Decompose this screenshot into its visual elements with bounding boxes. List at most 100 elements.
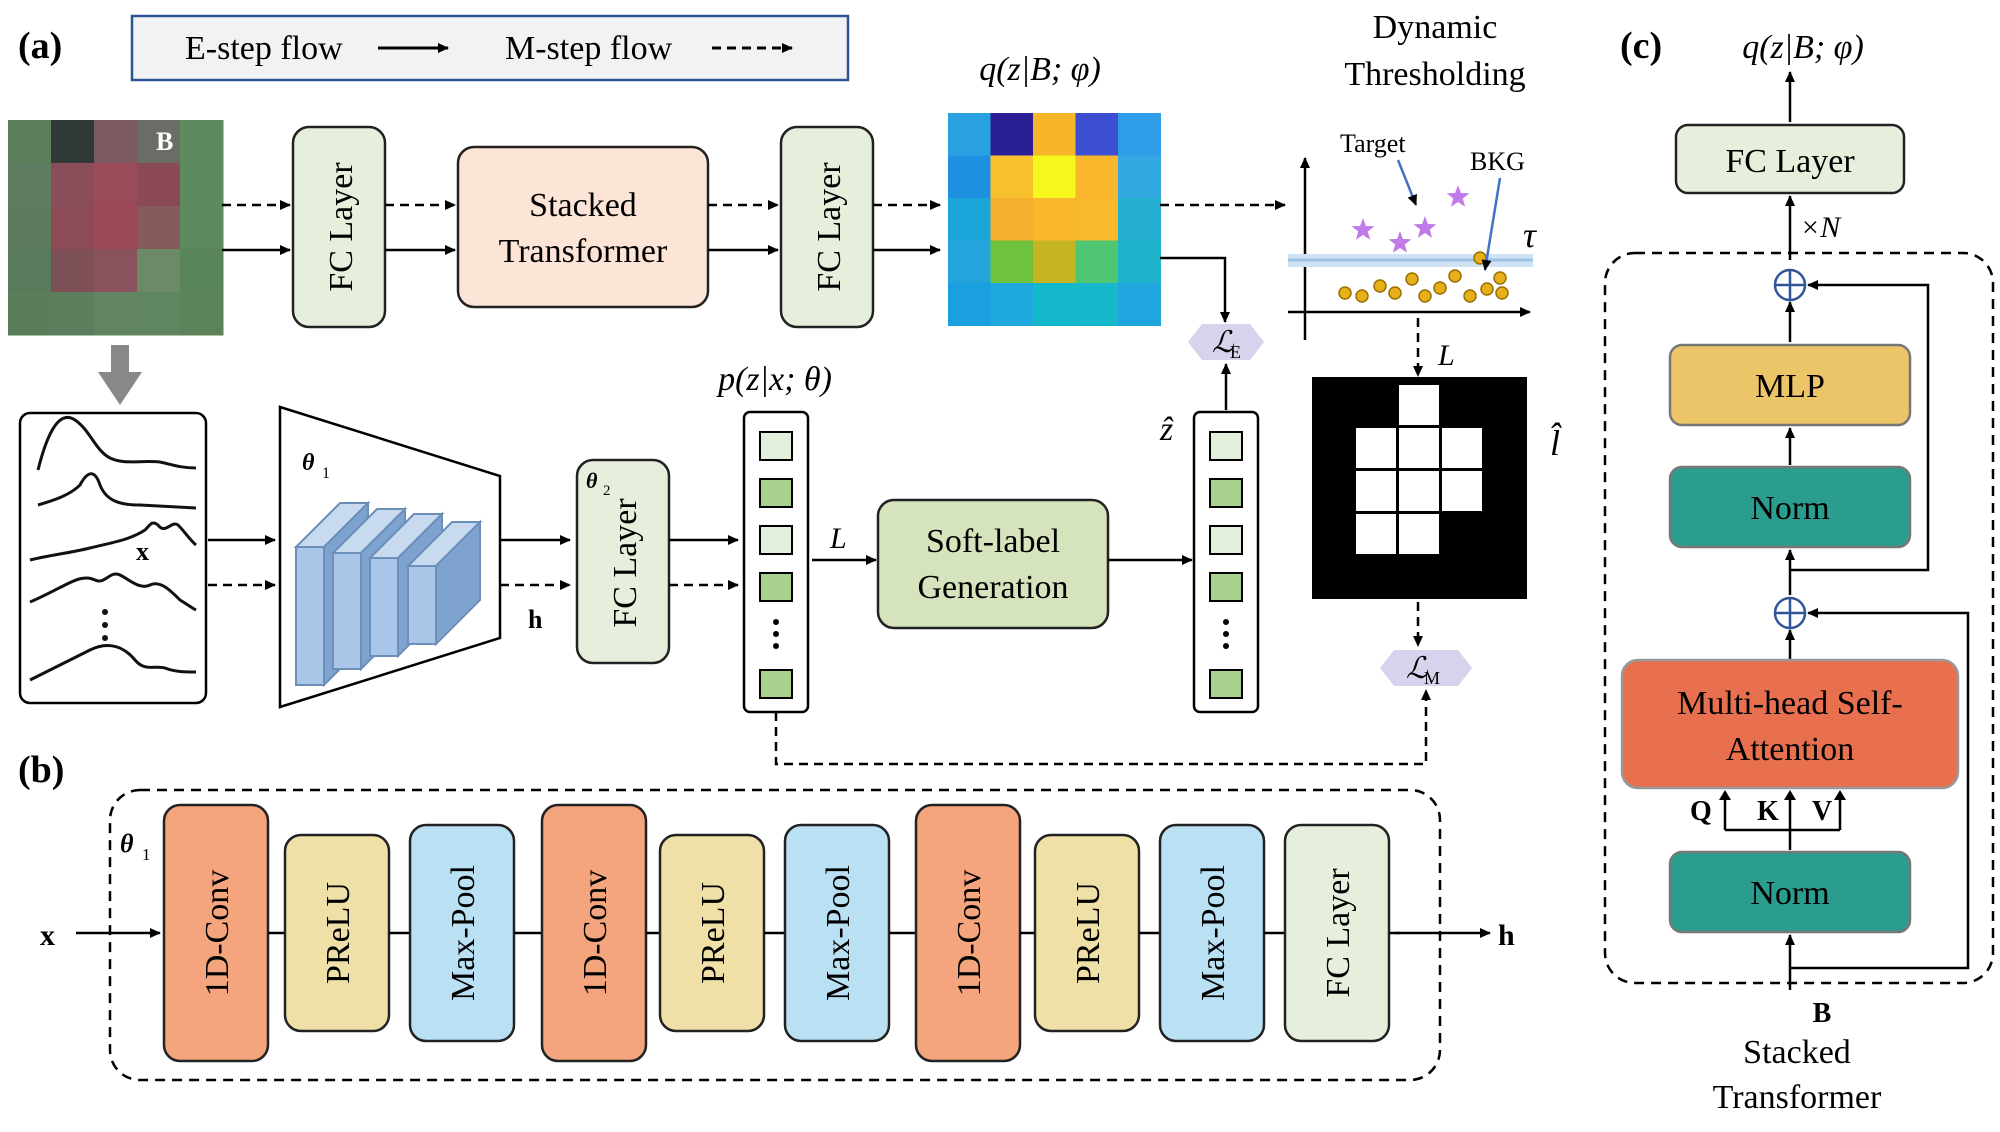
legend-m-step: M-step flow	[505, 30, 673, 67]
c-norm-bottom-block: Norm	[1668, 850, 1912, 934]
patch-tile	[8, 292, 52, 336]
patch-tile	[8, 249, 52, 293]
panel-b-block-label: PReLU	[320, 882, 357, 984]
patch-tile	[137, 163, 181, 207]
fc-theta2-label: FC Layer	[607, 498, 644, 628]
c-mhsa-block: Multi-head Self- Attention	[1620, 658, 1960, 790]
loss-e-symbol: ℒ	[1212, 326, 1235, 359]
theta1-label: θ	[302, 450, 315, 476]
thresholding-plot	[1288, 157, 1533, 340]
h-label: h	[528, 605, 543, 634]
binary-map-target-cell	[1442, 428, 1482, 468]
c-norm-bottom-label: Norm	[1750, 875, 1829, 912]
bkg-label: BKG	[1470, 147, 1525, 176]
heatmap-cell	[948, 240, 991, 284]
patch-tile	[180, 163, 224, 207]
target-stars	[1351, 185, 1470, 253]
fc-layer-block-1: FC Layer	[291, 125, 387, 329]
background-dot	[1448, 269, 1462, 283]
vector-cell	[1209, 431, 1243, 461]
heatmap-cell	[990, 113, 1034, 156]
vector-cell	[759, 572, 793, 602]
patch-tile	[51, 163, 95, 207]
c-mlp-label: MLP	[1755, 368, 1825, 405]
patch-tile	[137, 292, 181, 336]
soft-label-generation-block: Soft-label Generation	[876, 498, 1110, 630]
z-hat-vector	[1192, 410, 1260, 714]
patch-tile	[94, 292, 138, 336]
panel-b-block-label: PReLU	[1070, 882, 1107, 984]
panel-b-block-label: 1D-Conv	[199, 870, 236, 997]
patch-tile	[51, 249, 95, 293]
vector-cell	[1209, 669, 1243, 699]
heatmap-cell	[1033, 155, 1076, 199]
vector-cell	[759, 431, 793, 461]
binary-map-target-cell	[1356, 514, 1396, 554]
x-curve-label: x	[136, 537, 149, 566]
binary-map-target-cell	[1442, 471, 1482, 511]
panel-label-b: (b)	[18, 749, 64, 791]
loss-e-sub: E	[1230, 342, 1241, 362]
panel-b-block-label: 1D-Conv	[951, 870, 988, 997]
patch-tile	[137, 206, 181, 250]
patch-tile	[94, 206, 138, 250]
c-times-n: ×N	[1800, 211, 1842, 244]
binary-map-target-cell	[1356, 428, 1396, 468]
panel-b-block-label: Max-Pool	[1195, 865, 1232, 1001]
p-vector	[742, 410, 810, 714]
c-b-label: B	[1813, 998, 1832, 1029]
binary-map-target-cell	[1356, 471, 1396, 511]
patch-tile	[51, 206, 95, 250]
encoder-theta1: θ 1	[278, 405, 502, 709]
dyn-thresh-title-2: Thresholding	[1344, 56, 1525, 93]
loss-e-badge: ℒ E	[1188, 324, 1264, 362]
cuboid-front	[369, 557, 399, 657]
background-dot	[1338, 286, 1352, 300]
theta2-label: θ	[586, 468, 598, 493]
heatmap-cell	[948, 283, 991, 326]
legend-e-step: E-step flow	[185, 30, 343, 67]
patch-tile	[137, 249, 181, 293]
c-mhsa-label-2: Attention	[1726, 731, 1854, 768]
patch-tile	[180, 206, 224, 250]
transformer-label-2: Transformer	[499, 233, 668, 270]
dyn-thresh-title-1: Dynamic	[1373, 9, 1498, 46]
heatmap-cell	[1033, 283, 1076, 326]
binary-map-target-cell	[1399, 385, 1439, 425]
c-repeat-frame	[1603, 251, 1995, 985]
target-star	[1446, 185, 1470, 207]
panel-b-block-label: FC Layer	[1320, 868, 1357, 998]
panel-label-c: (c)	[1620, 25, 1662, 67]
patch-tile	[8, 120, 52, 164]
patch-b-label: B	[156, 127, 173, 156]
heatmap-cell	[1033, 240, 1076, 284]
binary-map-target-cell	[1399, 514, 1439, 554]
z-hat-label: ẑ	[1159, 411, 1174, 448]
background-dot	[1355, 289, 1369, 303]
l-hat-label: l̂	[1550, 422, 1562, 463]
background-dots	[1338, 251, 1509, 303]
background-dot	[1463, 289, 1477, 303]
background-dot	[1433, 281, 1447, 295]
c-norm-top-block: Norm	[1668, 465, 1912, 549]
L-label-top: L	[1437, 339, 1455, 372]
heatmap-cell	[1075, 198, 1119, 241]
vector-ellipsis-dot	[1223, 631, 1229, 637]
c-q-letter: Q	[1690, 796, 1712, 827]
background-dot	[1373, 279, 1387, 293]
fc-layer-2-label: FC Layer	[811, 162, 848, 292]
vector-cell	[1209, 525, 1243, 555]
theta2-sub: 2	[603, 483, 611, 499]
L-label-mid: L	[829, 522, 847, 555]
panel-b-block-label: 1D-Conv	[577, 870, 614, 997]
heatmap-cell	[1118, 240, 1161, 284]
legend: E-step flow M-step flow	[130, 14, 850, 82]
patch-tile	[180, 120, 224, 164]
patch-tile	[137, 120, 181, 164]
vector-cell	[759, 669, 793, 699]
background-dot	[1418, 289, 1432, 303]
heatmap-cell	[990, 155, 1034, 199]
patch-tile	[180, 292, 224, 336]
